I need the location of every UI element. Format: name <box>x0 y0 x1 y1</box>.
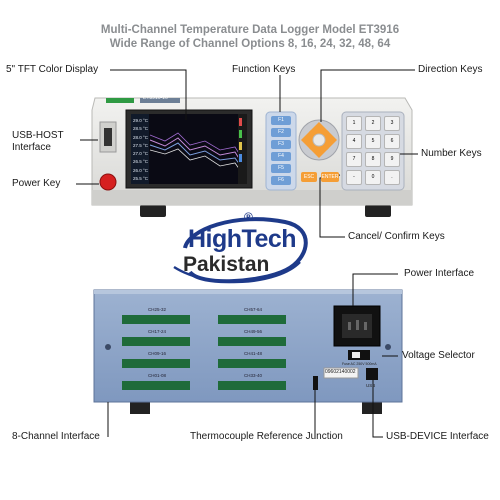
screen-temp: 26.0 °C <box>133 167 149 173</box>
function-key[interactable]: F2 <box>271 128 291 137</box>
label-usb-host-2: Interface <box>12 142 51 153</box>
number-key[interactable]: 6 <box>384 134 400 149</box>
model-badge: ET3916-16 <box>143 95 168 101</box>
function-key[interactable]: F4 <box>271 152 291 161</box>
label-cancel-confirm: Cancel/ Confirm Keys <box>348 231 445 242</box>
channel-label: CH17-24 <box>148 329 167 334</box>
screen-temp: 28.5 °C <box>133 126 149 132</box>
channel-label: CH25-32 <box>148 307 167 312</box>
number-key[interactable]: - <box>346 170 362 185</box>
enter-key[interactable]: ENTER <box>321 172 339 182</box>
number-key[interactable]: 8 <box>365 152 381 167</box>
number-keypad: 1 2 3 4 5 6 7 8 9 - 0 . <box>346 116 400 185</box>
function-keys: F1 F2 F3 F4 F5 F6 <box>271 116 291 185</box>
label-voltage-selector: Voltage Selector <box>402 350 475 361</box>
screen-temp: 27.5 °C <box>133 142 149 148</box>
number-key[interactable]: 3 <box>384 116 400 131</box>
title-line-1: Multi-Channel Temperature Data Logger Mo… <box>100 24 400 36</box>
label-usb-host-1: USB-HOST <box>12 130 64 141</box>
function-key[interactable]: F6 <box>271 176 291 185</box>
label-channel-interface: 8-Channel Interface <box>12 431 100 442</box>
number-key[interactable]: 2 <box>365 116 381 131</box>
screen-temp-list: 29.0 °C 28.5 °C 28.0 °C 27.5 °C 27.0 °C … <box>133 117 148 183</box>
number-key[interactable]: 9 <box>384 152 400 167</box>
number-key[interactable]: . <box>384 170 400 185</box>
screen-temp: 26.5 °C <box>133 159 149 165</box>
label-direction-keys: Direction Keys <box>418 64 483 75</box>
label-function-keys: Function Keys <box>232 64 296 75</box>
channel-label: CH09-16 <box>148 351 167 356</box>
device-back <box>93 289 403 414</box>
title-line-2: Wide Range of Channel Options 8, 16, 24,… <box>109 38 391 50</box>
channel-label: CH01-08 <box>148 373 167 378</box>
number-key[interactable]: 1 <box>346 116 362 131</box>
channel-label: CH33-40 <box>244 373 263 378</box>
label-power-interface: Power Interface <box>404 268 475 279</box>
number-key[interactable]: 4 <box>346 134 362 149</box>
number-key[interactable]: 0 <box>365 170 381 185</box>
label-usb-device: USB-DEVICE Interface <box>386 431 489 442</box>
logo-brand-top: HighTech <box>188 225 297 253</box>
logo-registered: ® <box>244 210 253 224</box>
label-number-keys: Number Keys <box>421 148 482 159</box>
channel-label: CH41-48 <box>244 351 263 356</box>
label-tft-display: 5" TFT Color Display <box>6 64 99 75</box>
number-key[interactable]: 7 <box>346 152 362 167</box>
label-power-key: Power Key <box>12 178 61 189</box>
screen-temp: 27.0 °C <box>133 151 149 157</box>
logo-brand-bottom: Pakistan <box>183 253 270 276</box>
logo-graphic <box>173 217 308 284</box>
screen-temp: 28.0 °C <box>133 134 149 140</box>
usb-label: USB <box>366 383 376 388</box>
channel-label: CH49-56 <box>244 329 263 334</box>
label-thermocouple: Thermocouple Reference Junction <box>190 431 343 442</box>
screen-temp: 25.5 °C <box>133 176 149 182</box>
function-key[interactable]: F3 <box>271 140 291 149</box>
screen-temp: 29.0 °C <box>133 118 149 123</box>
serial-label: 09602140002 <box>325 369 356 375</box>
esc-key[interactable]: ESC <box>301 172 317 182</box>
channel-label: CH57-64 <box>244 307 263 312</box>
function-key[interactable]: F5 <box>271 164 291 173</box>
power-spec-label: Fuse AC 250V 500mA <box>342 362 377 366</box>
screen-plot-lines <box>149 132 241 171</box>
leader-lines <box>76 69 418 438</box>
function-key[interactable]: F1 <box>271 116 291 125</box>
number-key[interactable]: 5 <box>365 134 381 149</box>
